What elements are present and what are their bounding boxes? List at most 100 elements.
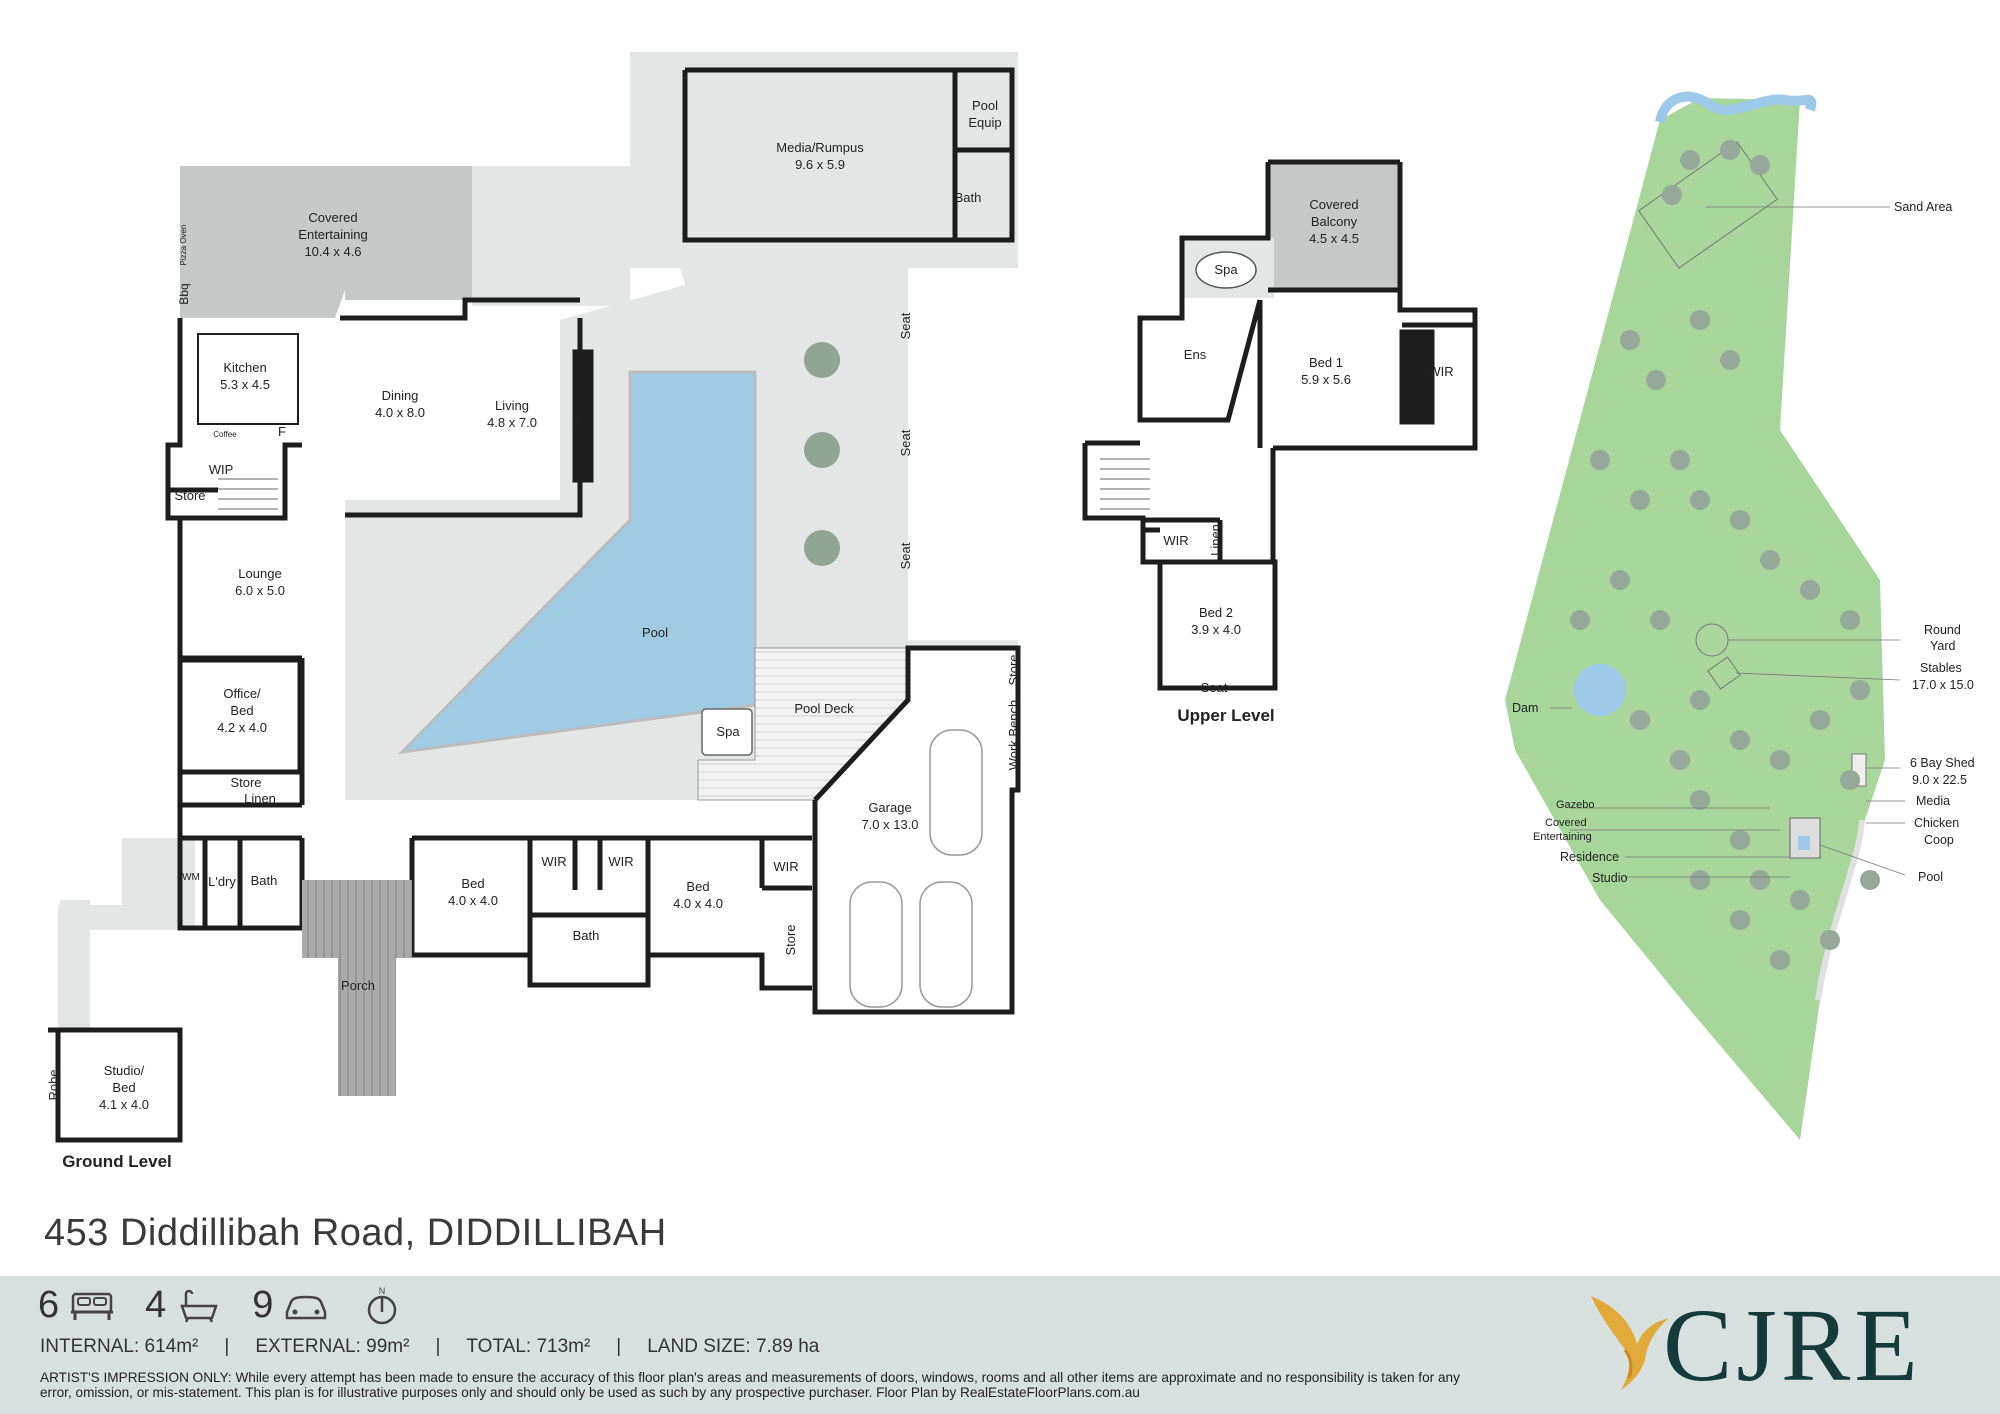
walkway (58, 838, 195, 1030)
wir-label: WIR (1428, 364, 1453, 379)
lounge-label: Lounge (238, 566, 281, 581)
site-label-covered-ent: Covered (1545, 817, 1587, 829)
site-label-stables: 17.0 x 15.0 (1912, 678, 1974, 692)
upper-spa (1195, 251, 1257, 289)
store-label: Store (174, 488, 205, 503)
dam (1574, 664, 1626, 716)
floor-plan: Media/Rumpus 9.6 x 5.9 Pool Equip Bath C… (46, 52, 1975, 1171)
bedroom-count: 6 (38, 1284, 60, 1326)
bathroom-count: 4 (145, 1284, 167, 1326)
walls (48, 67, 1021, 1143)
office-dim: 4.2 x 4.0 (217, 720, 267, 735)
dining-dim: 4.0 x 8.0 (375, 405, 425, 420)
site-label-shed: 6 Bay Shed (1910, 756, 1975, 770)
site-label-gazebo: Gazebo (1556, 799, 1595, 811)
garage-dim: 7.0 x 13.0 (861, 817, 918, 832)
porch-label: Porch (341, 978, 375, 993)
land-size: LAND SIZE: 7.89 ha (647, 1336, 820, 1357)
upper-balcony (1268, 162, 1400, 290)
bed2-label: Bed 2 (1199, 605, 1233, 620)
ground-level-title: Ground Level (62, 1152, 172, 1171)
garage-label: Garage (868, 800, 911, 815)
coffee-label: Coffee (213, 430, 237, 439)
upper-spa-label: Spa (1214, 262, 1238, 277)
covered-entertaining-area (180, 166, 472, 318)
covered-ent-label: Covered (308, 210, 357, 225)
bath-icon (180, 1289, 219, 1323)
car-outlines (849, 729, 983, 1008)
separator: | (616, 1336, 622, 1357)
balcony-dim: 4.5 x 4.5 (1309, 231, 1359, 246)
site-label-pool: Pool (1918, 870, 1943, 884)
wm-label: WM (182, 872, 200, 883)
bed1-label: Bed 1 (1309, 355, 1343, 370)
tv-label: Tv (572, 416, 585, 430)
spa-label: Spa (716, 724, 740, 739)
bed-label: Bed (461, 876, 484, 891)
office-label: Office/ (223, 686, 261, 701)
ground-level-plan: Media/Rumpus 9.6 x 5.9 Pool Equip Bath C… (46, 52, 1021, 1171)
property-address: 453 Diddillibah Road, DIDDILLIBAH (44, 1212, 667, 1254)
bed-dim: 4.0 x 4.0 (673, 896, 723, 911)
wir-label: WIR (773, 859, 798, 874)
site-label-studio: Studio (1592, 871, 1627, 885)
site-label-covered-ent: Entertaining (1533, 831, 1592, 843)
property-stats: INTERNAL: 614m² | EXTERNAL: 99m² | TOTAL… (40, 1336, 819, 1358)
bbq-label: Bbq (177, 283, 191, 304)
laundry-label: L'dry (208, 874, 236, 889)
balcony-label: Covered (1309, 197, 1358, 212)
upper-stair (1100, 455, 1150, 515)
total-area: TOTAL: 713m² (466, 1336, 591, 1357)
site-label-dam: Dam (1512, 701, 1538, 715)
bed1-dim: 5.9 x 5.6 (1301, 372, 1351, 387)
studio-dim: 4.1 x 4.0 (99, 1097, 149, 1112)
brand-logo: CJRE (1585, 1286, 1965, 1406)
driveway (1815, 819, 1865, 1001)
seat-label: Seat (1201, 680, 1228, 695)
site-pool (1798, 836, 1810, 850)
pool-deck-label: Pool Deck (794, 701, 854, 716)
bath-label: Bath (573, 928, 600, 943)
kitchen-label: Kitchen (223, 360, 266, 375)
robe-label: Robe (46, 1069, 61, 1100)
pool-spa (701, 708, 753, 756)
walkway-side (60, 900, 90, 1028)
seat-label: Seat (898, 542, 913, 569)
linen-label: Linen (244, 791, 276, 806)
pool (397, 370, 757, 755)
ensuite-label: Ens (1184, 347, 1207, 362)
internal-area: INTERNAL: 614m² (40, 1336, 199, 1357)
store-label: Store (783, 924, 798, 955)
wir-label: WIR (608, 854, 633, 869)
site-label-sand-area: Sand Area (1894, 200, 1952, 214)
shrub (804, 342, 840, 378)
linen-label: Linen (1208, 524, 1223, 556)
porch-deck (302, 880, 412, 958)
bed2-dim: 3.9 x 4.0 (1191, 622, 1241, 637)
site-label-shed: 9.0 x 22.5 (1912, 773, 1967, 787)
site-label-residence: Residence (1560, 850, 1619, 864)
work-bench-label: Work Bench (1006, 700, 1021, 771)
fridge-label: F (278, 424, 286, 439)
external-area: EXTERNAL: 99m² (255, 1336, 410, 1357)
disclaimer-text: ARTIST'S IMPRESSION ONLY: While every at… (40, 1370, 1460, 1400)
media-room-dim: 9.6 x 5.9 (795, 157, 845, 172)
office-label: Bed (230, 703, 253, 718)
site-label-chicken: Chicken (1914, 816, 1959, 830)
studio-label: Studio/ (104, 1063, 145, 1078)
separator: | (435, 1336, 441, 1357)
lounge-dim: 6.0 x 5.0 (235, 583, 285, 598)
pool-label: Pool (642, 625, 668, 640)
covered-ent-label: Entertaining (298, 227, 367, 242)
wir-label: WIR (541, 854, 566, 869)
upper-level-plan: Spa Covered Balcony 4.5 x 4.5 Ens Bed 1 … (1082, 159, 1478, 725)
media-room-name: Media/Rumpus (776, 140, 864, 155)
site-label-stables: Stables (1920, 661, 1962, 675)
brand-name: CJRE (1663, 1288, 1922, 1403)
site-label-round-yard: Round (1924, 623, 1961, 637)
site-map: Sand Area Round Yard Stables 17.0 x 15.0… (1505, 91, 1975, 1140)
bed-dim: 4.0 x 4.0 (448, 893, 498, 908)
seat-label: Seat (898, 312, 913, 339)
site-label-media: Media (1916, 794, 1950, 808)
store-label: Store (1006, 654, 1021, 685)
